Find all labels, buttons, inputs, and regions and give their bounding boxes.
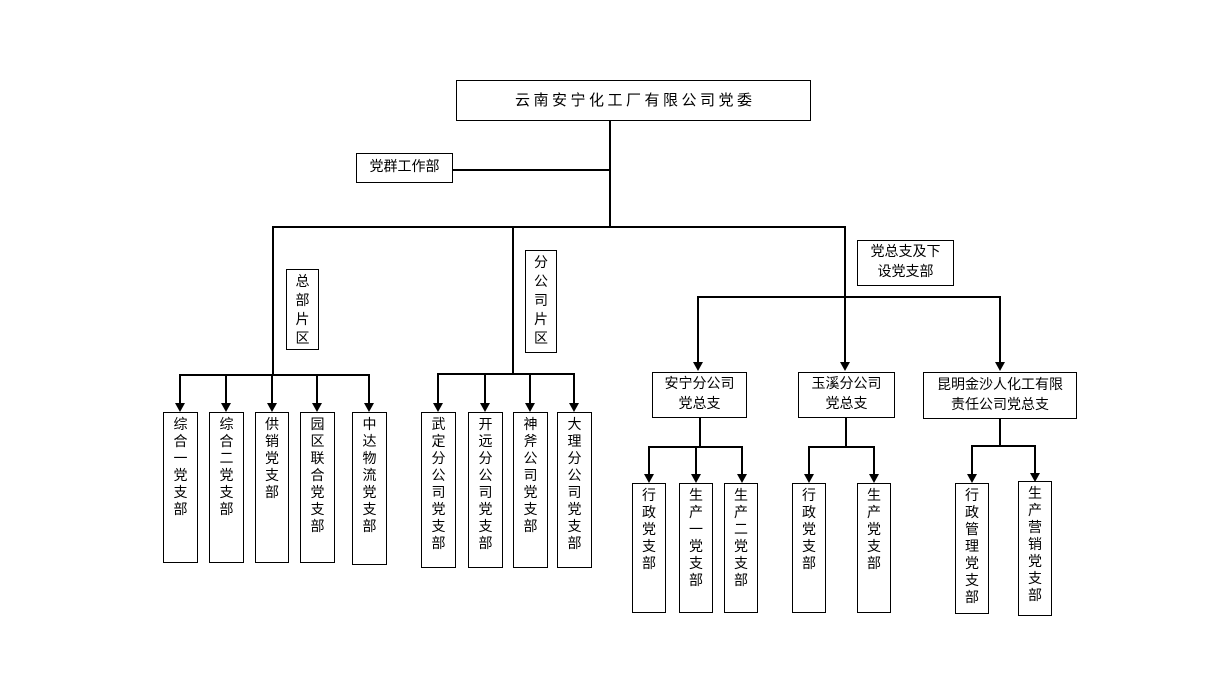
connector-general-stem bbox=[844, 226, 846, 297]
root-committee-node: 云南安宁化工厂有限公司党委 bbox=[456, 80, 811, 121]
connector-main-rail bbox=[272, 226, 846, 228]
connector-yuxi-rail bbox=[808, 446, 875, 448]
party-branch-node: 园区联合党支部 bbox=[300, 412, 335, 563]
party-branch-node: 武定分公司党支部 bbox=[421, 412, 456, 568]
party-branch-node: 生产一党支部 bbox=[679, 483, 713, 613]
party-branch-node: 行政党支部 bbox=[632, 483, 666, 613]
general-branch-node: 昆明金沙人化工有限 责任公司党总支 bbox=[923, 372, 1077, 419]
party-branch-node: 开远分公司党支部 bbox=[468, 412, 503, 568]
party-branch-node: 生产党支部 bbox=[857, 483, 891, 613]
connector-hq-rail bbox=[180, 374, 370, 376]
party-branch-node: 生产二党支部 bbox=[724, 483, 758, 613]
party-branch-node: 中达物流党支部 bbox=[352, 412, 387, 565]
connector-hq-stem bbox=[272, 226, 274, 375]
party-branch-node: 生产营销党支部 bbox=[1018, 481, 1052, 616]
party-branch-node: 行政党支部 bbox=[792, 483, 826, 613]
party-branch-node: 行政管理党支部 bbox=[955, 483, 989, 614]
party-branch-node: 神斧公司党支部 bbox=[513, 412, 548, 568]
party-branch-node: 大理分公司党支部 bbox=[557, 412, 592, 568]
connector-branch-rail bbox=[438, 373, 575, 375]
connector-staff-link bbox=[453, 169, 610, 171]
branch-zone-label-node: 分公司片区 bbox=[525, 250, 557, 353]
connector-anning-stem bbox=[699, 418, 701, 447]
connector-kunming-rail bbox=[971, 445, 1036, 447]
general-branch-zone-label-node: 党总支及下 设党支部 bbox=[857, 240, 954, 286]
connector-root-stem bbox=[609, 121, 611, 227]
connector-general-rail bbox=[698, 296, 1001, 298]
party-masses-dept-node: 党群工作部 bbox=[356, 153, 453, 183]
party-branch-node: 综合一党支部 bbox=[163, 412, 198, 563]
hq-zone-label-node: 总部片区 bbox=[286, 269, 319, 350]
connector-branch-stem bbox=[512, 226, 514, 374]
connector-kunming-stem bbox=[999, 419, 1001, 446]
party-branch-node: 综合二党支部 bbox=[209, 412, 244, 563]
connector-yuxi-stem bbox=[845, 418, 847, 447]
general-branch-node: 安宁分公司 党总支 bbox=[652, 372, 747, 418]
general-branch-node: 玉溪分公司 党总支 bbox=[798, 372, 895, 418]
party-branch-node: 供销党支部 bbox=[255, 412, 289, 563]
